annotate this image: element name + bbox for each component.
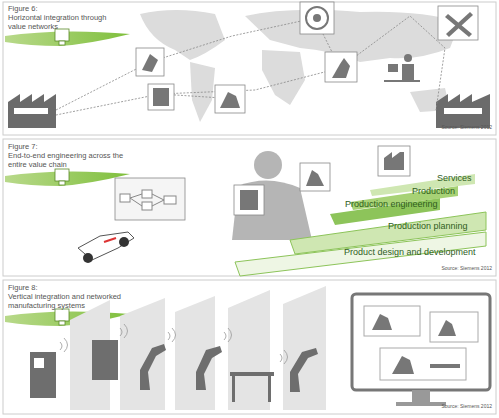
network-line (56, 16, 445, 115)
machine (30, 340, 318, 402)
level-panel (70, 286, 326, 410)
step-label: Services (437, 173, 474, 183)
stair-step: Services (437, 173, 474, 183)
step-label: Production planning (388, 221, 470, 231)
person-at-computer (384, 54, 420, 82)
source-note: Source: Siemens 2012 (380, 266, 492, 272)
panel (3, 280, 496, 414)
panel (3, 2, 496, 135)
source-note: Source: Siemens 2012 (380, 125, 492, 131)
wifi-symbol (60, 324, 288, 364)
step-label: Production (412, 186, 458, 196)
step-label: Production engineering (345, 199, 440, 209)
stair-step: Production (412, 186, 458, 196)
icon (142, 7, 473, 108)
source-note: Source: Siemens 2012 (380, 404, 492, 410)
green-ribbon (5, 31, 130, 326)
stair-step: Production planning (388, 221, 470, 231)
race-car (78, 232, 134, 263)
figure-caption: Figure 7: (8, 143, 118, 152)
figure-caption: Horizontal integration through value net… (8, 14, 126, 31)
robot-icon (55, 29, 69, 325)
figure-caption: Figure 8: (8, 284, 118, 293)
panel (3, 139, 496, 276)
stairs (235, 174, 486, 276)
step-label: Product design and development (344, 247, 478, 257)
stair-step: Product design and development (344, 247, 478, 257)
monitor (352, 294, 490, 406)
stair-step: Production engineering (345, 199, 440, 209)
factory (8, 94, 490, 128)
figure-caption: Vertical integration and networked manuf… (8, 293, 126, 310)
figure-caption: End-to-end engineering across the entire… (8, 152, 126, 169)
figure-caption: Figure 6: (8, 5, 118, 14)
icon-box (136, 2, 478, 113)
